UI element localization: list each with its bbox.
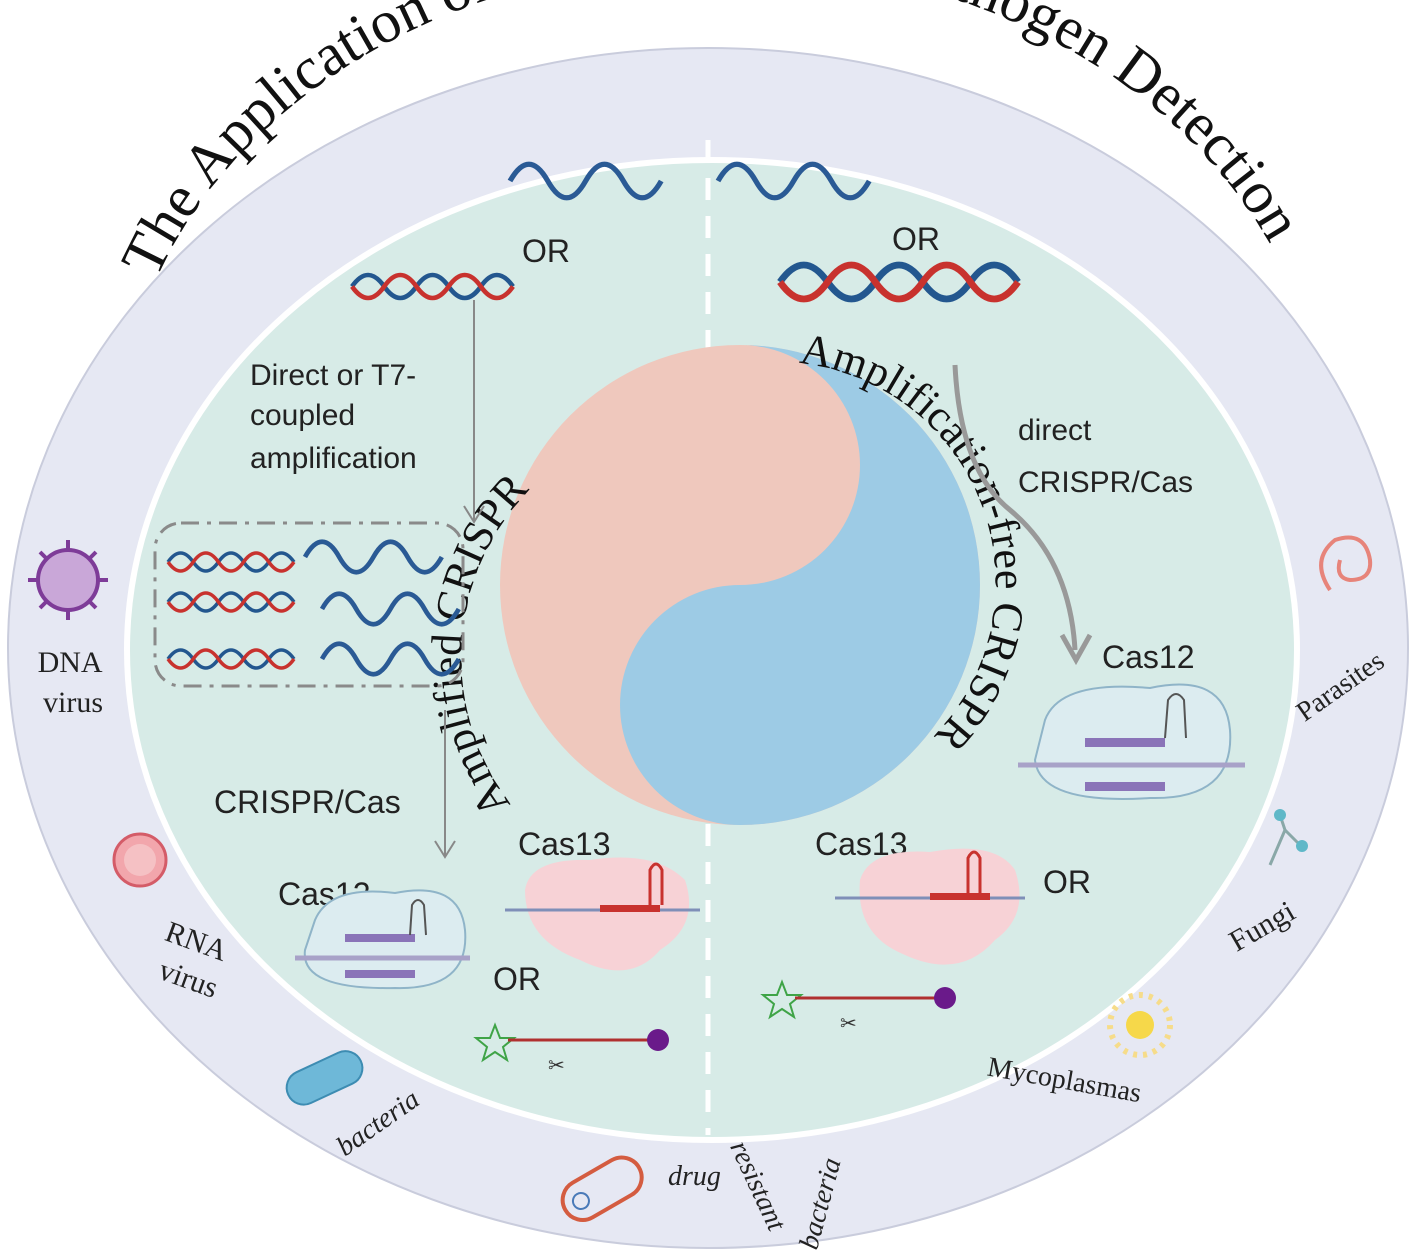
right-curved-arrow <box>952 364 1078 651</box>
left-cas13-complex <box>505 857 700 971</box>
right-cas12-complex <box>1018 683 1245 800</box>
bacteria-icon <box>285 1050 364 1106</box>
mycoplasma-icon <box>1107 992 1173 1058</box>
left-step-amplification: Direct or T7- coupled amplification <box>250 359 425 475</box>
right-or-mid: OR <box>1043 864 1091 900</box>
left-cas12-complex <box>295 889 470 990</box>
left-or-top: OR <box>522 233 570 269</box>
parasite-icon <box>1319 535 1373 592</box>
svg-text:✂: ✂ <box>548 1055 565 1077</box>
right-cas12-label: Cas12 <box>1102 639 1195 675</box>
drug-resistant-label: drug <box>668 1161 721 1192</box>
right-step-direct: direct CRISPR/Cas <box>1018 414 1193 499</box>
svg-text:✂: ✂ <box>840 1013 857 1035</box>
left-reporter-probe: ✂ <box>473 1022 669 1077</box>
left-or-bottom: OR <box>493 961 541 997</box>
fungi-icon <box>1268 809 1308 866</box>
amplified-products-box <box>153 521 465 688</box>
right-or-top: OR <box>892 221 940 257</box>
right-reporter-probe: ✂ <box>760 979 956 1035</box>
left-cas13-label: Cas13 <box>518 826 611 862</box>
drug-resistant-bacteria-icon <box>560 1155 644 1222</box>
yin-yang-center <box>500 345 980 825</box>
dna-virus-label: DNA virus <box>38 646 109 719</box>
rna-virus-icon <box>112 832 168 888</box>
dna-virus-icon <box>28 540 108 620</box>
right-cas13-complex <box>835 848 1025 965</box>
left-step-crispr-cas: CRISPR/Cas <box>214 784 401 820</box>
